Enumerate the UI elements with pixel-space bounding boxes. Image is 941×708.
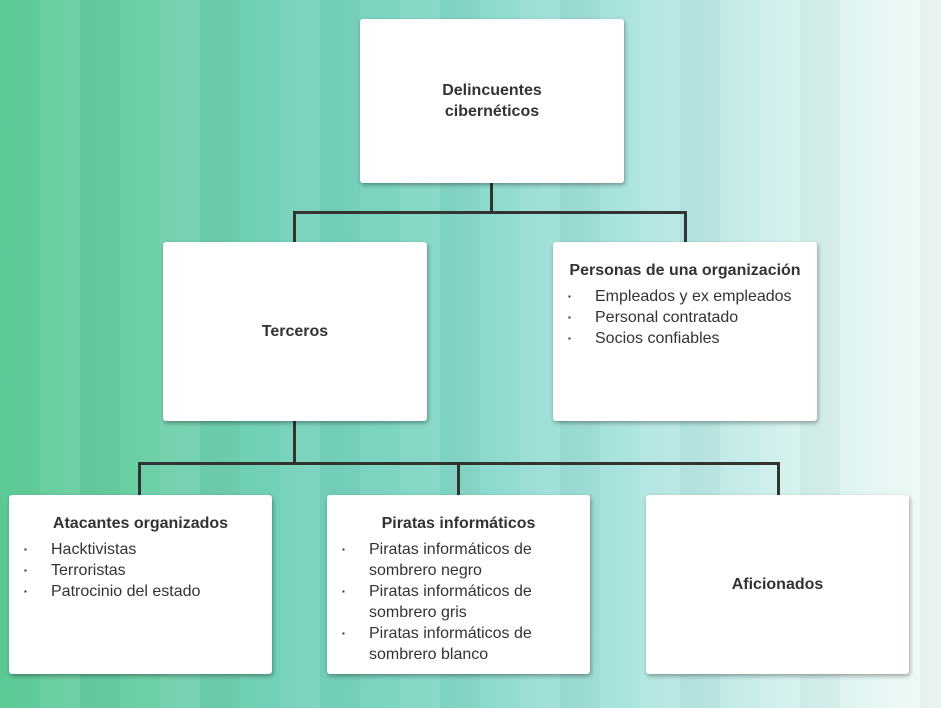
node-label: Aficionados (731, 576, 824, 593)
list-item: Piratas informáticos de sombrero negro (327, 539, 560, 581)
connector (293, 211, 687, 214)
connector (293, 211, 296, 242)
list-item: Hacktivistas (9, 539, 272, 560)
node-personas: Personas de una organización Empleados y… (553, 242, 817, 421)
connector (490, 183, 493, 214)
list-item: Empleados y ex empleados (553, 286, 817, 307)
connector (293, 421, 296, 465)
connector (457, 462, 460, 495)
connector (777, 462, 780, 495)
list-item: Patrocinio del estado (9, 581, 272, 602)
list-item: Piratas informáticos de sombrero blanco (327, 623, 560, 665)
list-item: Personal contratado (553, 307, 817, 328)
connector (138, 462, 141, 495)
node-title: Piratas informáticos (381, 515, 536, 532)
list-item: Piratas informáticos de sombrero gris (327, 581, 560, 623)
node-label: Delincuentes cibernéticos (442, 82, 542, 120)
list-item: Socios confiables (553, 328, 817, 349)
node-atacantes: Atacantes organizados Hacktivistas Terro… (9, 495, 272, 674)
node-terceros: Terceros (163, 242, 427, 421)
node-root: Delincuentes cibernéticos (360, 19, 624, 183)
connector (684, 211, 687, 242)
node-title: Atacantes organizados (52, 515, 229, 532)
node-label: Terceros (261, 323, 329, 340)
node-aficionados: Aficionados (646, 495, 909, 674)
node-title: Personas de una organización (569, 262, 801, 279)
list-item: Terroristas (9, 560, 272, 581)
node-piratas: Piratas informáticos Piratas informático… (327, 495, 590, 674)
